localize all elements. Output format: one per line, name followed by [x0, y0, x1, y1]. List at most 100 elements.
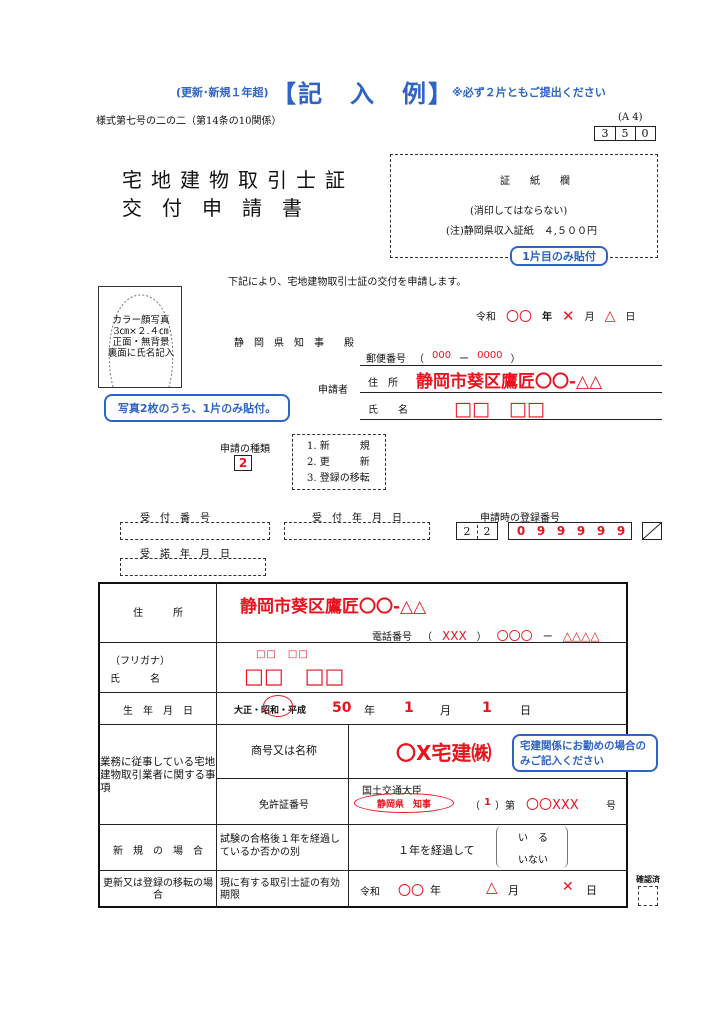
postal-a: 000 [432, 350, 452, 361]
photo-box: カラー顔写真 3㎝×２.４㎝ 正面・無背景 裏面に氏名記入 [98, 286, 182, 388]
birth-label: 生 年 月 日 [123, 706, 193, 717]
license-count-open: （ [470, 801, 480, 812]
phone-number: 電話番号 （ XXX ） 〇〇〇 ー △△△△ [372, 627, 600, 644]
valid-era: 令和 [360, 887, 380, 898]
slash-icon [643, 523, 661, 539]
valid-day-unit: 日 [586, 884, 597, 897]
reg-digit: 9 [536, 524, 546, 538]
reg-digit: 9 [556, 524, 566, 538]
postal-close: ） [510, 354, 521, 365]
renew-label: 更新又は登録の移転の場合 [103, 878, 213, 901]
date-month: ✕ [562, 306, 575, 325]
birth-month: 1 [404, 700, 414, 716]
birth-day: 1 [482, 700, 492, 716]
reg-digit: 9 [576, 524, 586, 538]
date-year-unit: 年 [542, 312, 553, 323]
name-label: 氏 名 [110, 674, 160, 685]
license-count: （ 1 ）第 [470, 797, 515, 812]
applicant-name: □□ □□ [454, 398, 545, 420]
header-note-prefix: (更新･新規１年超) [176, 86, 269, 99]
addressee: 静 岡 県 知 事 殿 [234, 338, 354, 349]
phone-last: △△△△ [562, 628, 600, 643]
address-value: 静岡市葵区鷹匠〇〇-△△ [240, 597, 427, 617]
stamp-label: 証 紙 欄 [500, 176, 570, 187]
application-date: 令和 〇〇 年 ✕ 月 △ 日 [476, 306, 636, 326]
birth-year-unit: 年 [364, 704, 375, 717]
birth-month-unit: 月 [440, 704, 451, 717]
phone-area: XXX [442, 628, 467, 643]
new-label: 新 規 の 場 合 [113, 846, 203, 857]
valid-year-unit: 年 [430, 884, 441, 897]
code-box: 3 5 0 [594, 126, 656, 141]
code-digit: 3 [601, 127, 609, 140]
type-option-transfer: 3. 登録の移転 [307, 473, 370, 484]
exam-options-bracket [496, 826, 568, 868]
date-day: △ [604, 307, 616, 324]
phone-dash: ー [542, 632, 553, 643]
receipt-date-label: 受 付 年 月 日 [312, 513, 402, 524]
postal-b: 0000 [477, 350, 503, 361]
doc-title-line1: 宅地建物取引士証 [122, 168, 354, 192]
reg-digit: 9 [596, 524, 606, 538]
date-year: 〇〇 [506, 310, 533, 325]
photo-line2: 3㎝×２.４㎝ [113, 326, 169, 337]
stamp-callout: 1片目のみ貼付 [510, 246, 608, 266]
reg-prefix-digit: 2 [483, 524, 491, 538]
date-month-unit: 月 [584, 312, 595, 323]
doc-title-line2: 交 付 申 請 書 [122, 196, 302, 220]
address-label: 住 所 [133, 608, 183, 619]
application-type-value: 2 [234, 455, 252, 471]
valid-day: ✕ [562, 879, 574, 895]
license-pref: 静岡県 知事 [354, 793, 454, 813]
header-note-suffix: ※必ず２片ともご提出ください [452, 86, 606, 99]
reg-slash-box [642, 522, 662, 540]
intro-text: 下記により、宅地建物取引士証の交付を申請します。 [228, 277, 467, 288]
applicant-address-label: 住 所 [368, 378, 398, 389]
validity-label: 現に有する取引士証の有効期限 [220, 878, 340, 901]
postal-code: 郵便番号 （ 000 ー 0000 ） [366, 350, 521, 365]
license-unit: 号 [606, 801, 616, 812]
code-digit: 5 [621, 127, 629, 140]
paper-size: (A 4) [618, 112, 643, 123]
era-circle-icon [263, 695, 293, 717]
license-ministry: 国土交通大臣 [362, 786, 422, 797]
reg-no-label: 申請時の登録番号 [480, 513, 560, 524]
exam-label: 試験の合格後１年を経過しているか否かの別 [220, 834, 340, 858]
furigana-value: □□ □□ [256, 649, 309, 660]
receipt-no-label: 受 付 番 号 [140, 513, 210, 524]
applicant-address: 静岡市葵区鷹匠〇〇-△△ [416, 372, 603, 392]
birth-year: 50 [332, 700, 352, 716]
receipt-no-box [120, 522, 270, 540]
license-no: 〇〇XXX [526, 798, 579, 813]
license-label: 免許証番号 [259, 800, 309, 811]
date-day-unit: 日 [625, 312, 636, 323]
valid-month-unit: 月 [508, 884, 519, 897]
photo-line3: 正面・無背景 [112, 337, 170, 348]
application-type-label: 申請の種類 [220, 444, 270, 455]
license-count-value: 1 [484, 797, 491, 808]
photo-callout: 写真2枚のうち、1片のみ貼付。 [104, 394, 290, 422]
business-label: 業務に従事している宅地建物取引業者に関する事項 [100, 756, 216, 794]
exam-value: １年を経過して [398, 844, 475, 857]
stamp-note: (消印してはならない) [470, 206, 568, 217]
birth-day-unit: 日 [520, 704, 531, 717]
applicant-name-label: 氏 名 [368, 405, 408, 416]
form-number: 様式第七号の二の二（第14条の10関係） [96, 116, 282, 127]
reg-digits-box: 0 9 9 9 9 9 [508, 522, 632, 540]
confirm-label: 確認済 [636, 875, 660, 884]
acceptance-date-box [120, 558, 266, 576]
phone-label: 電話番号 [372, 632, 412, 643]
postal-open: （ [414, 354, 424, 365]
receipt-date-box [284, 522, 430, 540]
company-callout: 宅建関係にお勤めの場合のみご記入ください [512, 734, 658, 772]
type-option-new: 1. 新 規 [307, 441, 370, 452]
exam-option-yes: い る [518, 833, 548, 844]
valid-year: 〇〇 [398, 884, 425, 899]
company-value: 〇X宅建㈱ [396, 741, 492, 765]
postal-label: 郵便番号 [366, 354, 406, 365]
date-era: 令和 [476, 312, 496, 323]
reg-digit: 0 [516, 524, 526, 538]
company-label: 商号又は名称 [251, 744, 317, 757]
furigana-label: （フリガナ） [110, 656, 170, 667]
license-count-close: ）第 [494, 801, 515, 812]
